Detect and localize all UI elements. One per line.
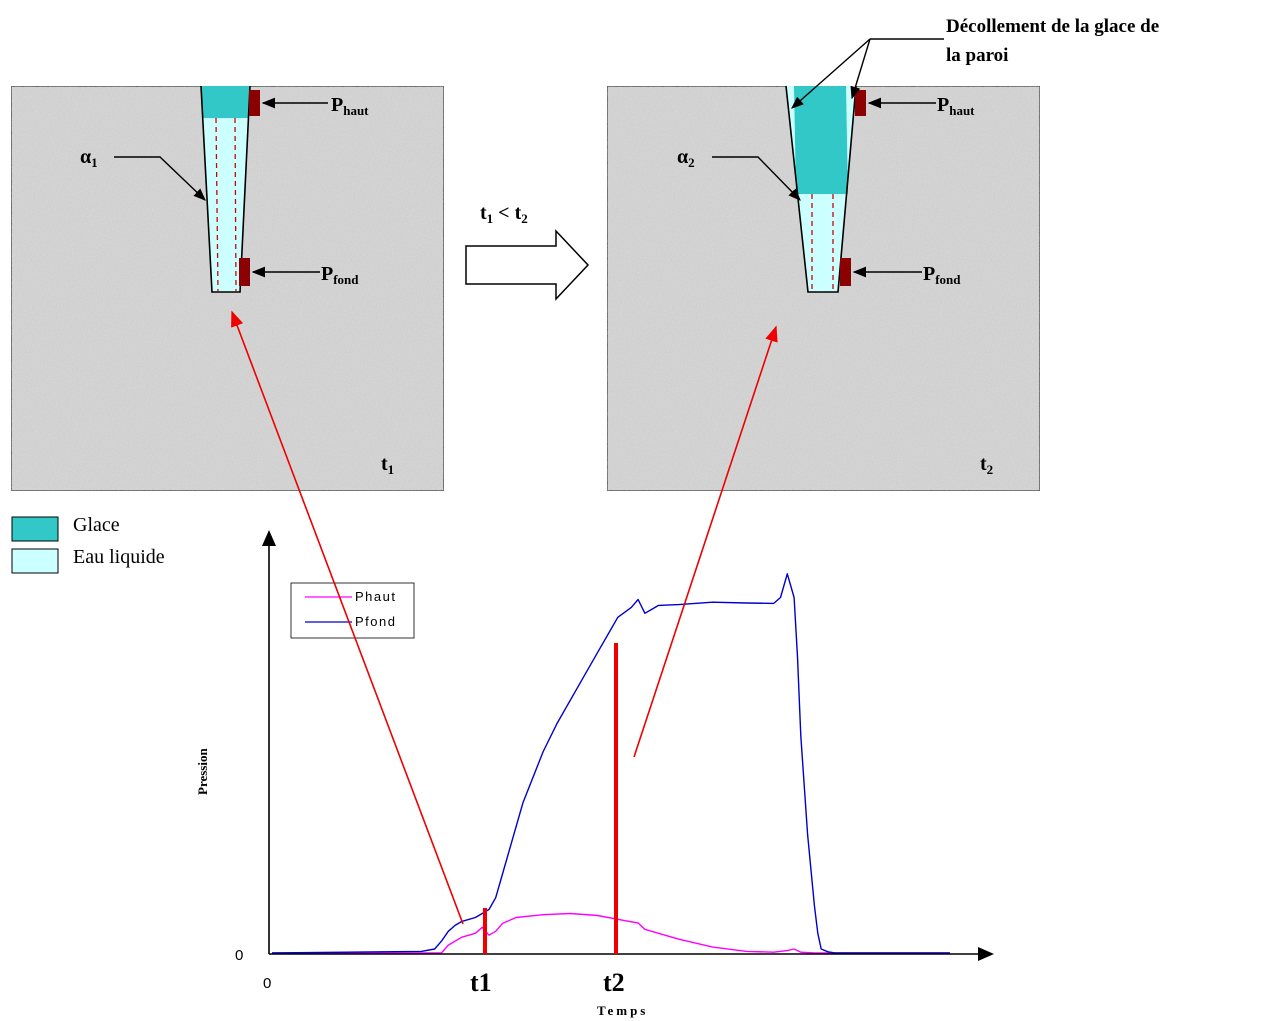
sensor-bottom-left (239, 258, 250, 286)
label-pfond-left: Pfond (321, 263, 359, 287)
material-legend: Glace Eau liquide (11, 514, 165, 574)
legend-label-ice: Glace (73, 514, 120, 536)
annotation-arrow-right (850, 38, 871, 100)
pointer-alpha-left (114, 156, 206, 201)
crack-wall-left (200, 85, 251, 293)
x-axis-arrowhead (978, 947, 994, 961)
chart-legend: Phaut Pfond (290, 582, 415, 639)
dashed-line-left-b (234, 117, 237, 293)
chart-legend-box (290, 582, 415, 639)
chart-legend-label-pfond: Pfond (355, 614, 396, 629)
pressure-chart: 0 0 Temps Pression t1 t2 Phaut Pfond (195, 530, 994, 1018)
plot-series (271, 573, 950, 954)
ice-fill-left (201, 86, 250, 118)
label-phaut-left: Phaut (331, 94, 369, 118)
transition: t1 < t2 (465, 202, 590, 301)
legend-swatch-water (11, 548, 59, 574)
sensor-top-left (249, 90, 260, 116)
transition-label: t1 < t2 (480, 202, 528, 226)
link-arrow-t2 (633, 325, 778, 758)
series-line-pfond (271, 573, 950, 954)
sensor-top-right (855, 90, 866, 116)
label-alpha-left: α1 (80, 146, 98, 170)
chart-legend-label-phaut: Phaut (355, 589, 396, 604)
panel-left: Phaut Pfond α1 t1 (10, 85, 445, 492)
transition-arrow (465, 229, 590, 301)
series-line-phaut (272, 912, 950, 954)
marker-t1-label: t1 (470, 968, 492, 997)
sensor-bottom-right (840, 258, 851, 286)
link-arrow-t1 (231, 310, 464, 925)
detachment-annotation: Décollement de la glace de la paroi (791, 16, 1159, 109)
x-axis-label: Temps (597, 1003, 648, 1018)
x-tick-label: 0 (263, 975, 271, 992)
y-axis-arrowhead (262, 530, 276, 546)
label-alpha-right: α2 (677, 146, 695, 170)
label-pfond-right: Pfond (923, 263, 961, 287)
legend-label-water: Eau liquide (73, 546, 165, 568)
label-time-left: t1 (381, 453, 394, 477)
legend-swatch-ice (11, 516, 59, 542)
dashed-line-left-a (215, 117, 219, 293)
y-axis-label: Pression (195, 748, 210, 795)
marker-t2-label: t2 (603, 968, 625, 997)
water-fill-left (201, 86, 250, 292)
annotation-line-1: Décollement de la glace de (946, 16, 1159, 37)
y-tick-label: 0 (235, 947, 243, 964)
annotation-arrow-left (791, 38, 871, 109)
annotation-line-2: la paroi (946, 45, 1008, 66)
panel-right: Phaut Pfond α2 t2 (606, 85, 1041, 492)
ice-fill-right (794, 86, 848, 194)
label-phaut-right: Phaut (937, 94, 975, 118)
label-time-right: t2 (980, 453, 993, 477)
pointer-alpha-right (712, 156, 801, 201)
